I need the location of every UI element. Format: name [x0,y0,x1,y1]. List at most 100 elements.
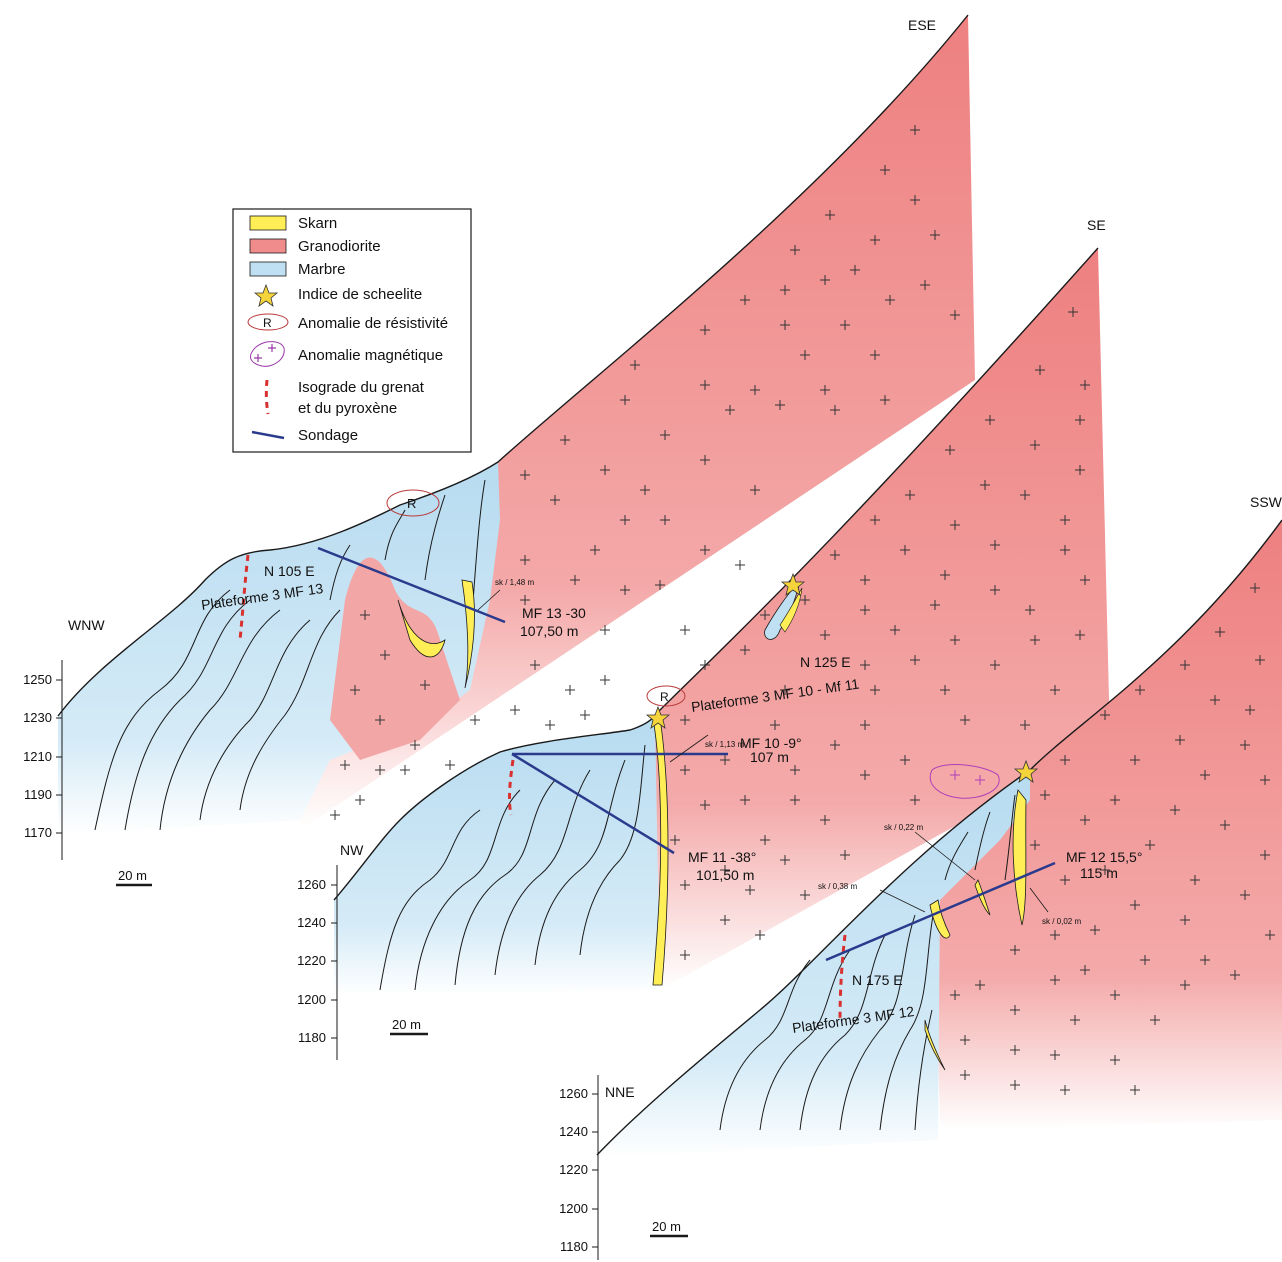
legend-label-skarn: Skarn [298,215,337,232]
tick-a-4: 1170 [24,825,52,840]
drill-depth-a: 107,50 m [520,623,578,639]
sk-label-c3: sk / 0,02 m [1042,917,1081,926]
legend-swatch-skarn [249,215,287,231]
resistivity-symbol-a: R [407,496,416,511]
azimuth-c: N 175 E [852,972,903,988]
topography-a [57,14,969,717]
direction-right-b: SE [1087,217,1106,233]
marble-body-a [58,462,500,835]
skarn-lens-a2 [461,579,475,689]
drill-name-c: MF 12 15,5° [1066,849,1142,865]
azimuth-b: N 125 E [800,654,851,670]
tick-a-3: 1190 [24,787,52,802]
tick-a-2: 1210 [23,749,52,764]
tick-a-0: 1250 [23,672,52,687]
legend-drill-icon [251,430,285,440]
elevation-axis-c: 1260 1240 1220 1200 1180 [559,1075,599,1260]
tick-b-3: 1200 [297,992,326,1007]
scheelite-star-c [1013,759,1039,783]
marble-fold-lines-b [379,744,646,991]
sk-arrow-c1 [914,831,976,881]
legend-label-isograde-1: Isograde du grenat [298,379,425,396]
scale-bar-c: 20 m [650,1219,688,1238]
legend-star-icon [253,283,279,307]
scale-label-a: 20 m [118,868,147,883]
sk-arrow-c2 [879,889,926,913]
magnetic-crosses-c [950,770,985,785]
marble-fold-lines-a [94,479,486,831]
section-a: R sk / 1,48 m ESE WNW N 105 E Plateforme… [23,14,975,887]
direction-left-a: WNW [68,617,105,633]
resistivity-anomaly-b [646,685,686,707]
legend-resistivity-icon [247,313,289,331]
direction-left-c: NNE [605,1084,635,1100]
tick-b-0: 1260 [297,877,326,892]
marble-body-b [334,715,660,995]
granodiorite-body-c [935,520,1282,1130]
skarn-vein-b [652,717,669,986]
skarn-lens-c4 [974,879,991,916]
tick-b-2: 1220 [297,953,326,968]
drill-depth-b2: 101,50 m [696,867,754,883]
drill-name-b1: MF 10 -9° [740,735,802,751]
legend-resistivity-symbol: R [263,316,272,330]
topography-c [596,519,1282,1156]
scale-bar-b: 20 m [390,1017,428,1036]
marble-fold-lines-c [719,794,1016,1131]
topography-b [333,247,1099,901]
legend-swatch-marbre [249,261,287,277]
scale-label-c: 20 m [652,1219,681,1234]
scale-label-b: 20 m [392,1017,421,1032]
scale-bar-a: 20 m [116,868,152,887]
tick-c-3: 1200 [559,1201,588,1216]
legend-label-scheelite: Indice de scheelite [298,286,422,303]
scheelite-star-b1 [645,705,671,729]
drill-line-c [825,861,1056,962]
tick-b-1: 1240 [297,915,326,930]
resistivity-anomaly-a [386,489,440,517]
legend-label-magnetic: Anomalie magnétique [298,347,443,364]
legend-label-sondage: Sondage [298,427,358,444]
legend: Skarn Granodiorite Marbre Indice de sche… [232,208,472,453]
granodiorite-crosses-c [950,583,1275,1095]
skarn-lens-a1 [397,599,446,658]
legend-label-resistivity: Anomalie de résistivité [298,315,448,332]
sk-label-c1: sk / 0,22 m [884,823,923,832]
sk-arrow-a [477,589,501,611]
magnetic-anomaly-c [929,764,1000,799]
tick-c-1: 1240 [559,1124,588,1139]
sk-label-a: sk / 1,48 m [495,578,534,587]
legend-label-marbre: Marbre [298,261,346,278]
azimuth-a: N 105 E [264,563,315,579]
direction-left-b: NW [340,842,364,858]
drill-name-b2: MF 11 -38° [688,849,756,865]
drill-depth-c: 115 m [1080,865,1118,881]
legend-swatch-granodiorite [249,238,287,254]
granodiorite-crosses-a [330,125,960,820]
skarn-lens-c2 [1012,789,1027,926]
granodiorite-crosses-b [670,307,1090,960]
sk-label-b: sk / 1,13 m [705,740,744,749]
sk-arrow-b [669,734,709,763]
resistivity-symbol-b: R [660,690,669,704]
direction-right-c: SSW [1250,494,1282,510]
tick-c-0: 1260 [559,1086,588,1101]
drill-depth-b1: 107 m [750,749,789,765]
legend-magnetic-crosses [254,344,276,362]
elevation-axis-a: 1250 1230 1210 1190 1170 [23,660,63,860]
tick-a-1: 1230 [23,710,52,725]
elevation-axis-b: 1260 1240 1220 1200 1180 [297,865,338,1060]
sk-label-c2: sk / 0,38 m [818,882,857,891]
skarn-lens-c1 [929,899,951,939]
legend-label-isograde-2: et du pyroxène [298,400,397,417]
legend-isograde-icon [264,379,270,415]
drill-line-a [317,546,506,624]
tick-b-4: 1180 [298,1030,326,1045]
direction-right-a: ESE [908,17,936,33]
drill-line-b2 [511,752,675,855]
drill-name-a: MF 13 -30 [522,605,586,621]
granodiorite-lobe-a [330,557,460,760]
section-c: sk / 0,22 m sk / 0,38 m sk / 0,02 m SSW … [559,494,1282,1260]
skarn-lens-c3 [924,1019,946,1071]
